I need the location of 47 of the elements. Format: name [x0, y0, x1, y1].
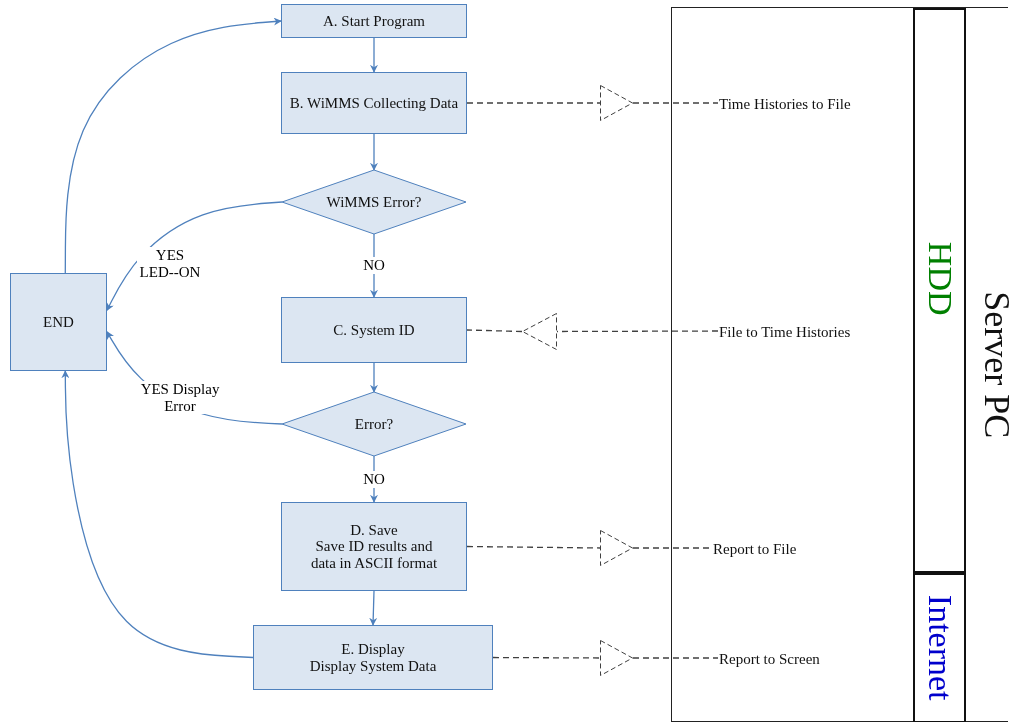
band-label: HDD	[920, 241, 959, 316]
process-box	[281, 297, 467, 363]
edge-label: YES LED--ON	[137, 247, 203, 280]
triangle-shape	[600, 640, 633, 676]
arrow	[61, 370, 254, 659]
arrow	[369, 590, 378, 626]
dashed-connector	[466, 545, 601, 549]
node-label: WiMMS Error?	[326, 193, 422, 211]
output-label: Report to Screen	[719, 650, 820, 668]
step-heading: D. Save	[349, 521, 399, 539]
arrow	[370, 37, 378, 73]
server-panel	[671, 7, 1008, 722]
node-label: Save ID results and data in ASCII format	[309, 538, 439, 572]
output-label: File to Time Histories	[719, 323, 851, 341]
arrow	[64, 17, 282, 274]
step-heading: E. Display	[341, 641, 405, 658]
arrow	[370, 362, 378, 393]
arrow	[370, 133, 378, 171]
decision-diamond	[282, 170, 466, 234]
node-label: B. WiMMS Collecting Data	[289, 94, 459, 112]
dashed-connector	[466, 329, 523, 333]
output-label: Report to File	[713, 540, 797, 558]
storage-band	[913, 8, 966, 573]
triangle-shape	[600, 530, 633, 566]
node-label: A. Start Program	[322, 12, 426, 30]
node-label: Display System Data	[309, 657, 437, 674]
triangle-shape	[600, 85, 633, 121]
server-label: Server PC	[976, 291, 1009, 438]
dashed-connector	[632, 657, 719, 659]
node-label: C. System ID	[333, 321, 415, 339]
process-box	[281, 502, 467, 591]
dashed-connector	[556, 330, 719, 333]
node-label: END	[43, 313, 74, 331]
band-label: Internet	[920, 595, 959, 701]
decision-diamond	[282, 392, 466, 456]
dashed-connector	[632, 102, 719, 104]
process-box	[253, 625, 493, 690]
triangle-shape	[522, 313, 557, 350]
dashed-connector	[466, 102, 601, 104]
storage-band	[913, 573, 966, 722]
node-label: Error?	[354, 415, 394, 433]
arrow	[106, 201, 283, 311]
dashed-connector	[492, 656, 601, 659]
process-box	[281, 4, 467, 38]
process-box	[281, 72, 467, 134]
output-label: Time Histories to File	[719, 95, 851, 113]
process-box	[10, 273, 107, 371]
